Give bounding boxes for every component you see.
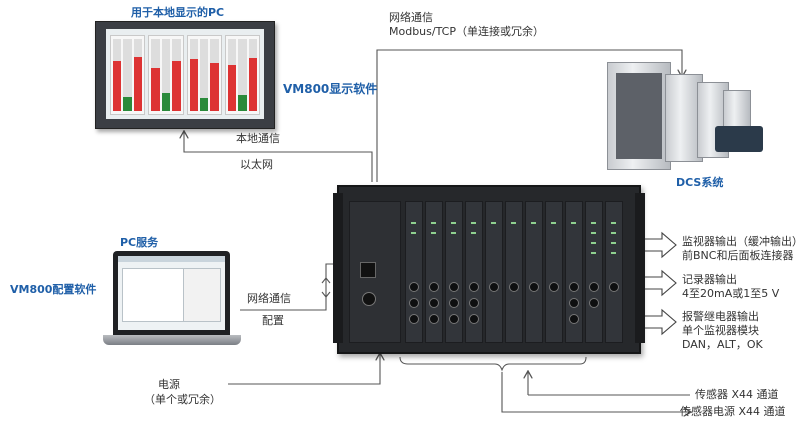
power-supply-label: 电源	[158, 378, 180, 391]
alarm-relay-output-label: 报警继电器输出	[682, 310, 759, 323]
alarm-relay-module-label: 单个监视器模块	[682, 324, 759, 337]
recorder-output-label: 记录器输出	[682, 273, 737, 286]
output-arrow-recorder	[643, 269, 677, 297]
vm800-rack	[333, 185, 645, 354]
modbus-wire	[376, 49, 682, 182]
monitor-screen	[106, 29, 264, 119]
power-wire	[228, 354, 380, 385]
monitor-output-label: 监视器输出（缓冲输出）	[682, 235, 800, 248]
pc-service-label: PC服务	[120, 236, 159, 249]
sensor-power-channels-label: 传感器电源 X44 通道	[680, 405, 786, 418]
recorder-output-range-label: 4至20mA或1至5 V	[682, 287, 780, 300]
sensor-channels-label: 传感器 X44 通道	[695, 388, 779, 401]
network-comm-config-label: 网络通信	[247, 292, 291, 305]
dcs-cabinets	[607, 62, 767, 170]
pc-service-laptop	[103, 251, 241, 355]
output-arrow-monitor	[643, 231, 677, 259]
rack-power-module	[349, 201, 401, 343]
pc-local-display-label: 用于本地显示的PC	[131, 6, 225, 19]
output-arrow-relay	[643, 308, 677, 336]
monitor-output-connectors-label: 前BNC和后面板连接器	[682, 249, 794, 262]
sensor-brace	[399, 356, 587, 372]
power-supply-note-label: （单个或冗余）	[144, 393, 221, 406]
laptop-screen	[118, 256, 225, 330]
ethernet-wire	[184, 132, 373, 182]
vm800-display-software-label: VM800显示软件	[283, 82, 378, 96]
modbus-tcp-label: Modbus/TCP（单连接或冗余）	[389, 25, 544, 38]
local-comm-label: 本地通信	[236, 132, 280, 145]
ethernet-label: 以太网	[240, 158, 273, 171]
network-comm-modbus-label: 网络通信	[389, 11, 433, 24]
display-pc-monitor	[95, 21, 275, 129]
config-label: 配置	[262, 314, 284, 327]
vm800-config-software-label: VM800配置软件	[10, 283, 97, 296]
sensor-power-wire	[501, 372, 690, 412]
alarm-relay-types-label: DAN，ALT，OK	[682, 338, 763, 351]
dcs-system-label: DCS系统	[676, 176, 724, 189]
